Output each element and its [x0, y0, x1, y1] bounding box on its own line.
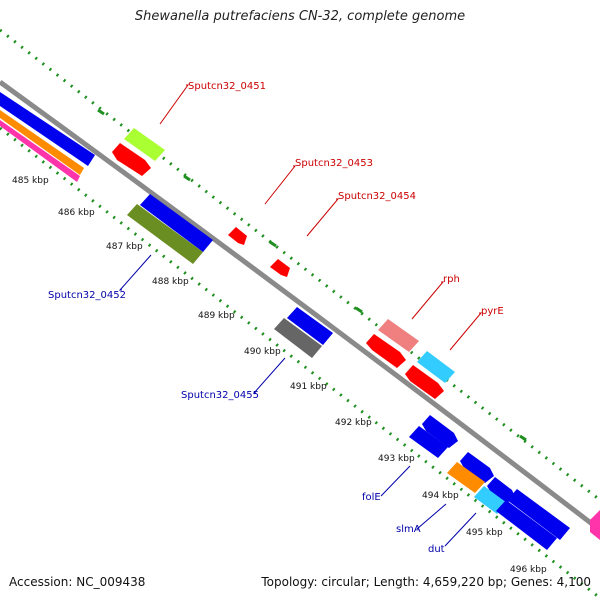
- gene-dut: [474, 486, 507, 514]
- gene-sputcn32-0453: [228, 227, 247, 245]
- gene-blue-495b: [507, 489, 570, 540]
- gene-blue-495a: [487, 477, 515, 503]
- forward-gene-labels: Sputcn32_0451 Sputcn32_0453 Sputcn32_045…: [188, 81, 504, 317]
- gene-label-rph: rph: [443, 274, 460, 285]
- gene-sputcn32-0455: [274, 318, 322, 358]
- gene-red-arrow-2: [405, 365, 444, 399]
- kbp-label: 491 kbp: [290, 382, 327, 392]
- gene-blue-496: [496, 500, 557, 550]
- forward-genes: [112, 128, 455, 399]
- kbp-label: 487 kbp: [106, 242, 143, 252]
- kbp-label: 485 kbp: [12, 176, 49, 186]
- gene-blue-493a: [422, 415, 458, 448]
- gene-label-sputcn32-0455: Sputcn32_0455: [181, 390, 259, 401]
- gene-rph: [378, 319, 419, 352]
- gene-label-sputcn32-0451: Sputcn32_0451: [188, 81, 266, 92]
- genome-summary-text: Topology: circular; Length: 4,659,220 bp…: [261, 575, 591, 589]
- left-edge-genes: [0, 92, 95, 182]
- reverse-gene-labels: Sputcn32_0452 Sputcn32_0455 folE slmA du…: [48, 290, 445, 555]
- kbp-label: 489 kbp: [198, 311, 235, 321]
- gene-label-sputcn32-0454: Sputcn32_0454: [338, 191, 416, 202]
- gene-edge-right: [590, 510, 600, 540]
- gene-red-arrow-1: [366, 334, 406, 368]
- kbp-label: 496 kbp: [510, 565, 547, 575]
- gene-sputcn32-0454: [270, 259, 290, 277]
- reverse-genes: [127, 194, 600, 550]
- kbp-label: 494 kbp: [422, 491, 459, 501]
- gene-sputcn32-0451-arrow: [112, 143, 151, 176]
- kbp-label: 486 kbp: [58, 208, 95, 218]
- gene-blue-486: [140, 194, 213, 252]
- kbp-label: 493 kbp: [378, 454, 415, 464]
- gene-label-sputcn32-0452: Sputcn32_0452: [48, 290, 126, 301]
- kbp-label: 490 kbp: [244, 347, 281, 357]
- kbp-labels: 485 kbp 486 kbp 487 kbp 488 kbp 489 kbp …: [12, 176, 547, 575]
- reverse-leader-lines: [118, 254, 477, 547]
- gene-label-slmA: slmA: [396, 524, 421, 535]
- accession-text: Accession: NC_009438: [9, 575, 146, 589]
- genome-backbone: [0, 79, 600, 532]
- gene-label-sputcn32-0453: Sputcn32_0453: [295, 158, 373, 169]
- gene-label-pyrE: pyrE: [481, 306, 504, 317]
- outer-tick-line: [0, 28, 600, 502]
- gene-blue-494a: [460, 452, 494, 483]
- kbp-label: 488 kbp: [152, 277, 189, 287]
- genome-title: Shewanella putrefaciens CN-32, complete …: [134, 9, 466, 24]
- gene-blue-490: [287, 307, 333, 345]
- gene-pyrE: [417, 351, 455, 383]
- kbp-label: 492 kbp: [335, 418, 372, 428]
- gene-sputcn32-0452: [127, 204, 203, 264]
- forward-leader-lines: [159, 84, 483, 351]
- kbp-label: 495 kbp: [466, 528, 503, 538]
- gene-label-folE: folE: [362, 492, 381, 503]
- inner-tick-line: [0, 126, 600, 600]
- gene-folE: [409, 426, 448, 458]
- gene-label-dut: dut: [428, 544, 445, 555]
- gene-sputcn32-0451-box: [124, 128, 165, 161]
- gene-slmA: [447, 462, 485, 493]
